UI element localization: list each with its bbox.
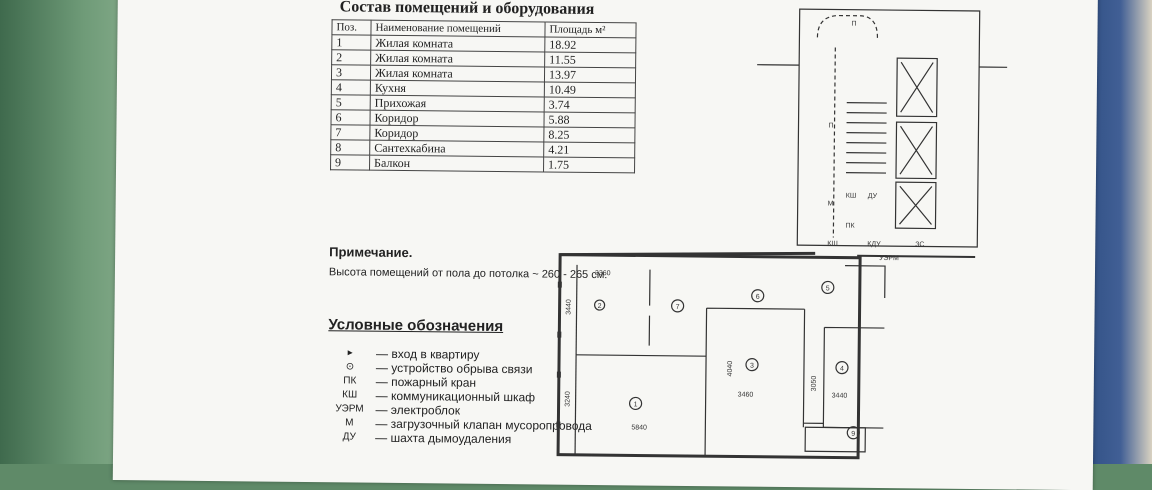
stair-label: П	[828, 122, 833, 129]
dimension-label: 3460	[738, 392, 754, 399]
internal-wall	[574, 264, 578, 455]
room-marker-7	[671, 299, 685, 313]
window	[556, 281, 562, 428]
room-number: 1	[634, 401, 638, 408]
stair-steps	[846, 102, 887, 174]
room-number: 2	[598, 303, 602, 310]
room-marker-9	[846, 426, 860, 440]
dimension-label: 4040	[727, 361, 734, 377]
stair-label: ПК	[845, 223, 855, 230]
internal-wall	[845, 265, 886, 299]
evacuation-path	[816, 14, 879, 38]
room-number: 7	[676, 304, 680, 311]
stair-label: КШ	[827, 240, 838, 247]
elevator-cross	[899, 61, 934, 225]
stair-label: КДУ	[867, 241, 881, 248]
stairwell-walls	[757, 64, 1008, 68]
stair-label: ДУ	[868, 193, 878, 200]
apartment-outline	[556, 253, 862, 460]
room-marker-2	[594, 299, 606, 311]
balcony	[804, 426, 866, 453]
room-marker-3	[745, 358, 759, 372]
dimension-label: 3360	[595, 270, 611, 277]
internal-wall	[802, 309, 885, 428]
room-number: 6	[756, 294, 760, 301]
apartment-outer-wall	[560, 251, 816, 257]
elevator-shaft	[895, 121, 938, 180]
floor-plan: 3360 3440 3240 5840 4040 3460 3050 3440 …	[556, 8, 1008, 460]
room-marker-4	[835, 361, 849, 375]
dimension-label: 3440	[832, 392, 848, 399]
dimension-label: 3050	[811, 376, 818, 392]
dimension-label: 5840	[631, 424, 647, 431]
room-number: 4	[840, 366, 844, 373]
stair-label: П	[852, 21, 857, 28]
room-marker-5	[821, 280, 835, 295]
evacuation-path	[832, 47, 836, 238]
stair-label: М	[828, 200, 834, 207]
document-sheet: Состав помещений и оборудования Поз. Наи…	[112, 0, 1098, 490]
elevator-shaft	[894, 181, 937, 230]
room-number: 5	[826, 285, 830, 292]
elevator-shaft	[896, 57, 938, 118]
apartment-outer-wall	[857, 254, 976, 258]
room-number: 9	[851, 431, 855, 438]
dimension-label: 3440	[566, 299, 573, 315]
stair-label: УЭРМ	[879, 255, 899, 262]
stairwell-outline	[796, 8, 981, 248]
internal-wall	[704, 307, 805, 457]
internal-wall	[576, 354, 707, 357]
room-marker-1	[628, 396, 643, 411]
stair-label: ЗС	[915, 241, 924, 248]
room-marker-6	[751, 289, 765, 303]
room-number: 3	[750, 363, 754, 370]
stair-label: КШ	[846, 193, 857, 200]
internal-wall	[648, 269, 651, 346]
dimension-label: 3240	[565, 391, 572, 407]
